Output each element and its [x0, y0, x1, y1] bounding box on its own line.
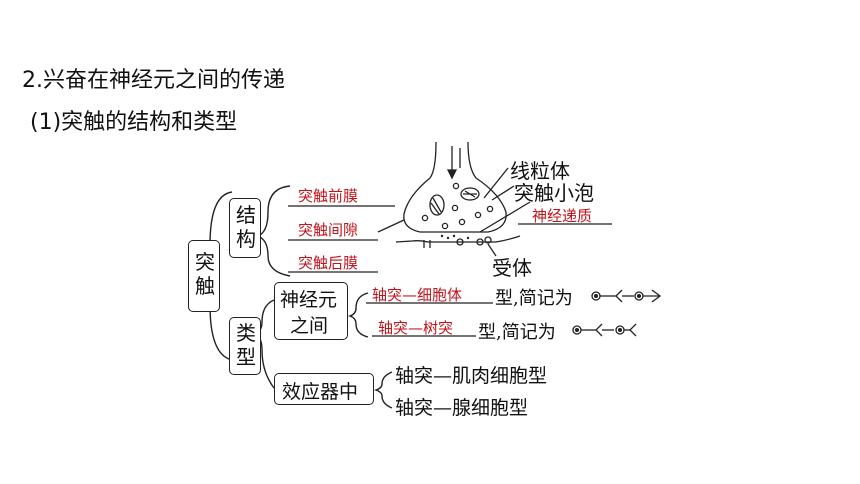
types-node: [229, 317, 261, 375]
root-label: 突 触: [190, 250, 220, 298]
between-brace: [347, 292, 369, 338]
synapse-illustration: [377, 141, 531, 257]
symbol-axo-somatic: [591, 289, 662, 303]
structure-node: [229, 198, 261, 258]
between-neurons-node: [274, 282, 348, 340]
structure-brace: [256, 185, 291, 277]
subsection-title: (1)突触的结构和类型: [30, 110, 238, 135]
types-char-2: 型: [236, 345, 256, 369]
between-neurons-line2: 之间: [290, 315, 329, 337]
effector-row1: 轴突—肌肉细胞型: [395, 365, 548, 387]
type1-suffix: 型,简记为: [495, 288, 573, 309]
answer-postsynaptic: 突触后膜: [298, 254, 359, 272]
structure-label: 结 构: [231, 203, 261, 251]
types-label: 类 型: [231, 321, 261, 369]
structure-char-2: 构: [236, 227, 256, 251]
answer-axo-somatic: 轴突—细胞体: [372, 286, 463, 304]
root-char-2: 触: [195, 274, 215, 298]
answer-cleft: 突触间隙: [298, 221, 359, 239]
between-neurons-line1: 神经元: [280, 289, 338, 311]
label-receptor: 受体: [492, 256, 532, 280]
type2-suffix: 型,简记为: [478, 322, 556, 343]
label-mitochondria: 线粒体: [510, 159, 570, 183]
structure-char-1: 结: [236, 203, 256, 227]
effector-label: 效应器中: [282, 381, 359, 403]
root-char-1: 突: [195, 250, 215, 274]
section-title: 2.兴奋在神经元之间的传递: [22, 68, 285, 93]
effector-node: [274, 373, 374, 405]
answer-presynaptic: 突触前膜: [298, 187, 359, 205]
effector-row2: 轴突—腺细胞型: [395, 397, 529, 419]
symbol-axo-dendritic: [572, 323, 637, 337]
label-vesicle: 突触小泡: [514, 181, 594, 205]
effector-brace: [373, 371, 393, 409]
answer-axo-dendritic: 轴突—树突: [378, 319, 454, 337]
root-node: [188, 240, 220, 312]
types-char-1: 类: [236, 321, 256, 345]
answer-neurotransmitter: 神经递质: [532, 207, 593, 225]
